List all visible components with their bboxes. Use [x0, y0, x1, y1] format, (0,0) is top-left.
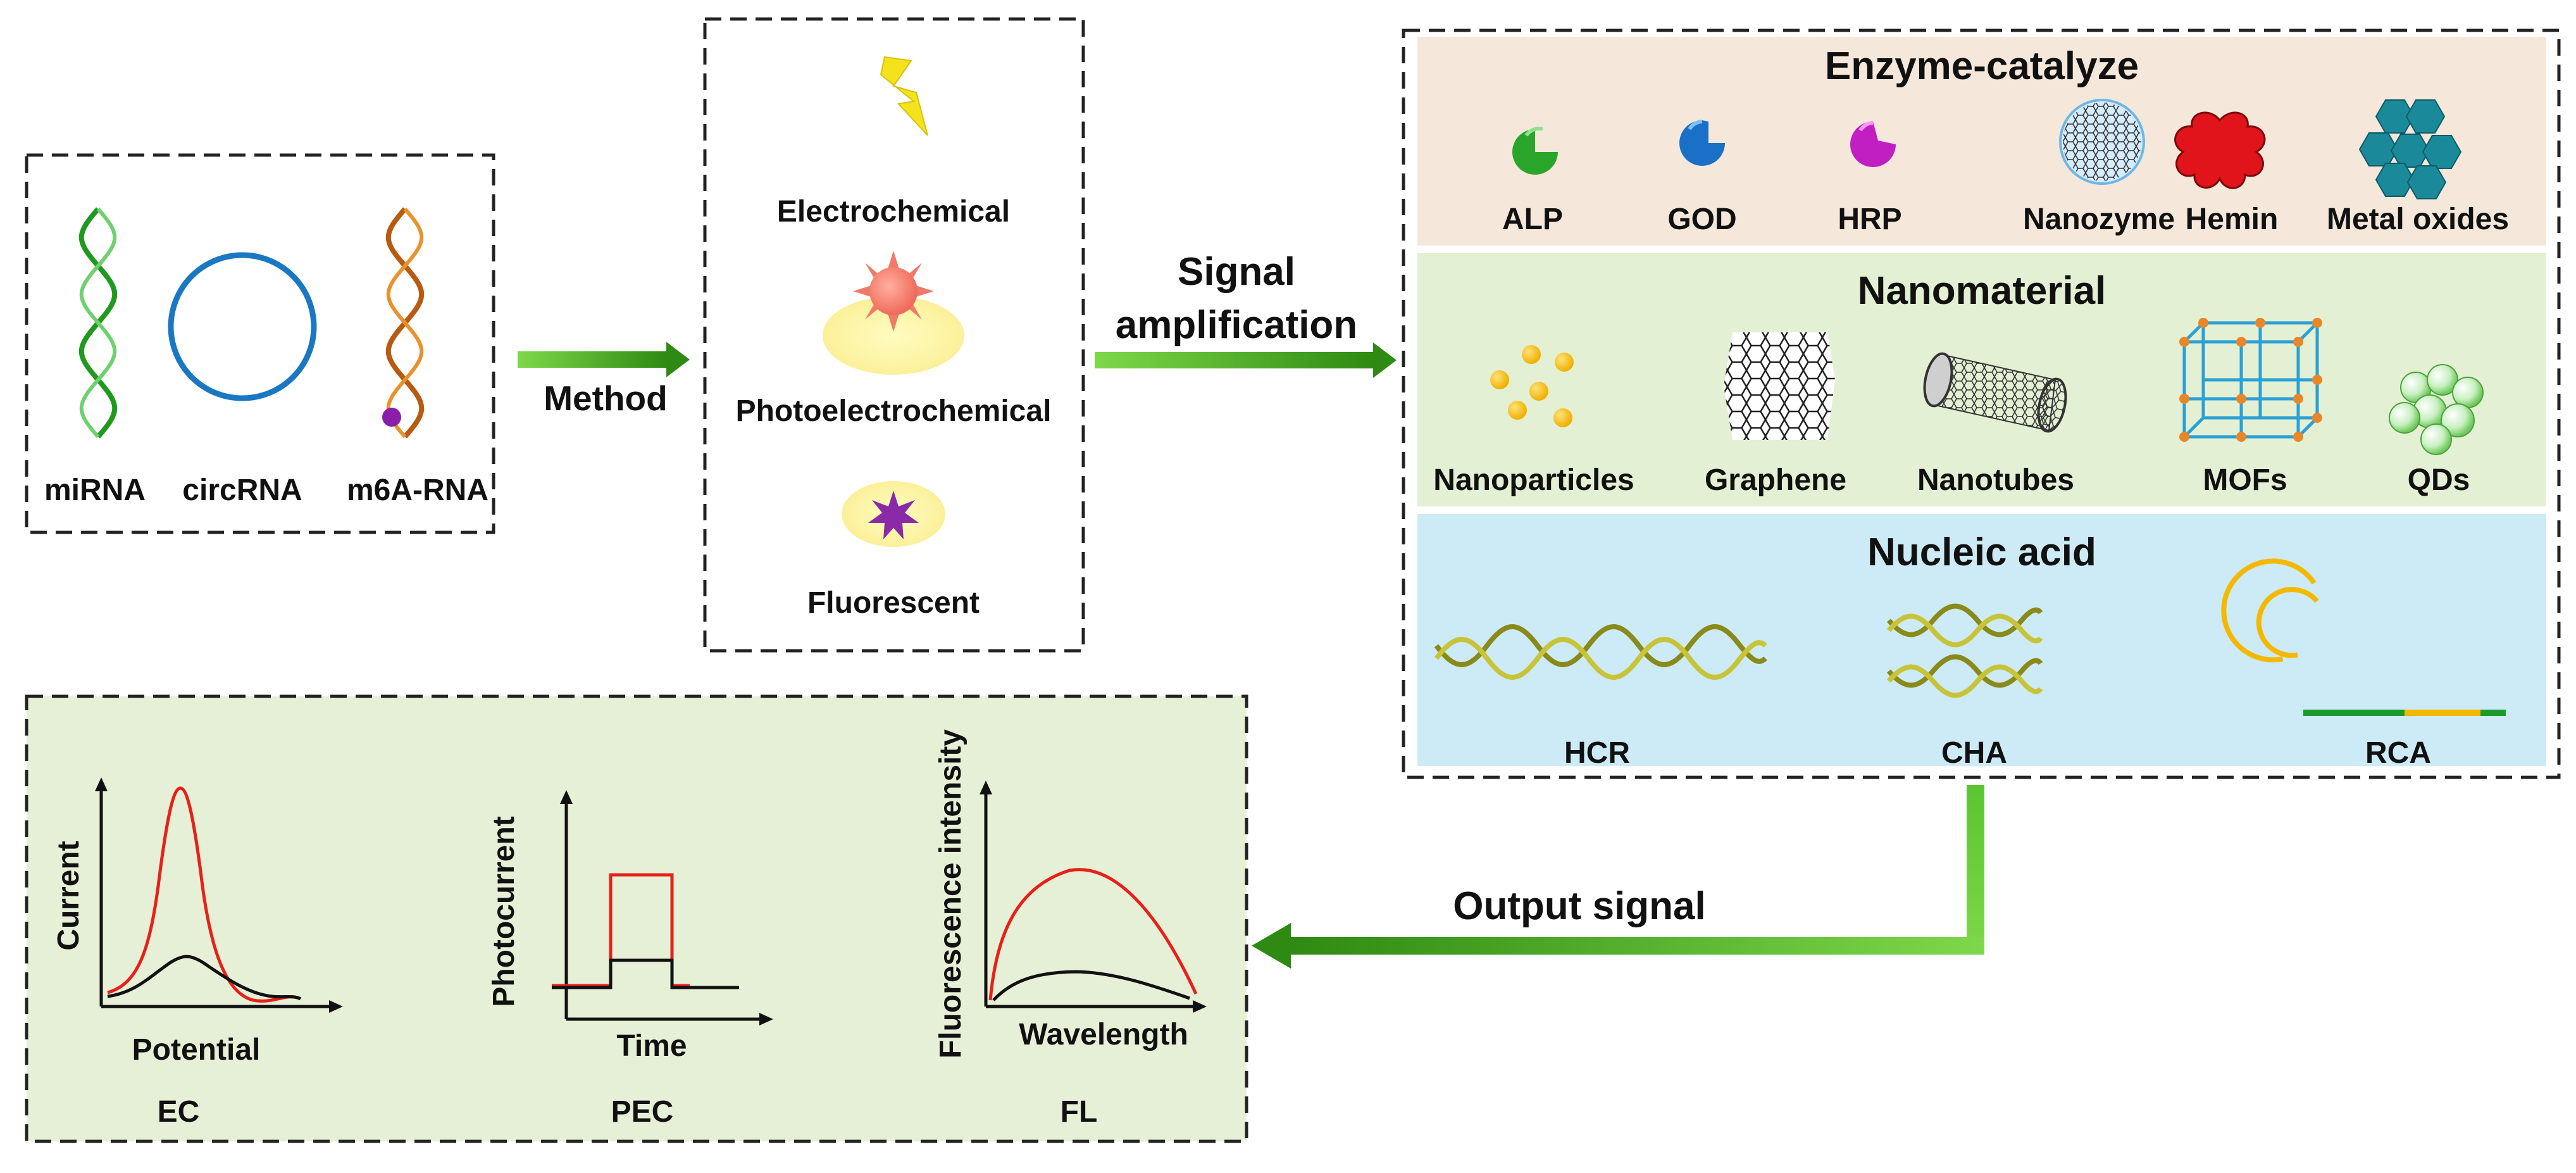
nano-label-qds: QDs [2408, 463, 2470, 497]
method-label-fluorescent: Fluorescent [807, 586, 980, 620]
hrp-enzyme-icon [1850, 121, 1896, 167]
cha-helix-icon [1886, 603, 2043, 698]
nanotubes-icon [1923, 352, 2067, 433]
alp-enzyme-icon [1512, 127, 1558, 175]
nanomaterial-title: Nanomaterial [1858, 269, 2106, 313]
pec-ylabel: Photocurrent [487, 816, 521, 1007]
nano-label-nanotubes: Nanotubes [1917, 463, 2074, 497]
fl-xlabel: Wavelength [1019, 1018, 1188, 1051]
output-panel: Potential Current EC Time Photocurrent P… [25, 694, 1248, 1143]
fl-black-curve [992, 970, 1190, 1001]
enzyme-label-nanozyme: Nanozyme [2023, 203, 2175, 236]
amplification-arrow: Signal amplification [1095, 250, 1397, 378]
lightning-icon [880, 56, 928, 136]
ec-red-curve [107, 786, 298, 1003]
enzyme-label-metal-oxides: Metal oxides [2327, 203, 2509, 236]
nanomaterial-section: Nanomaterial [1417, 253, 2546, 506]
fluorescent-icon [842, 481, 945, 547]
nano-label-mofs: MOFs [2203, 463, 2287, 497]
ec-ylabel: Current [52, 841, 85, 950]
pec-black-trace [552, 958, 739, 989]
nucleic-title: Nucleic acid [1867, 530, 2096, 574]
fl-chart-name: FL [1061, 1095, 1098, 1129]
enzyme-section: Enzyme-catalyze [1417, 37, 2546, 246]
nano-label-nanoparticles: Nanoparticles [1433, 463, 1634, 497]
target-label-m6a-rna: m6A-RNA [347, 474, 488, 507]
enzyme-label-god: GOD [1667, 203, 1736, 236]
method-label-electrochemical: Electrochemical [777, 195, 1010, 229]
nanozyme-icon [2059, 99, 2145, 185]
pec-red-trace [552, 873, 690, 988]
nucleic-label-hcr: HCR [1564, 736, 1630, 770]
mirna-helix-icon [78, 207, 118, 439]
ec-chart-name: EC [158, 1095, 200, 1129]
pec-chart-name: PEC [611, 1095, 674, 1129]
ec-chart: Potential Current EC [52, 777, 343, 1129]
nucleic-label-cha: CHA [1941, 736, 2007, 770]
rca-icon [2221, 558, 2506, 716]
hemin-icon [2174, 111, 2266, 189]
nano-label-graphene: Graphene [1705, 463, 1846, 497]
qds-icon [2389, 364, 2484, 455]
circrna-circle-icon [168, 252, 317, 401]
amplification-label-line1: Signal [1178, 250, 1295, 294]
enzyme-label-alp: ALP [1502, 203, 1563, 236]
methyl-dot-icon [382, 408, 401, 427]
god-enzyme-icon [1679, 120, 1725, 166]
fl-chart: Wavelength Fluorescence intensity FL [934, 729, 1207, 1129]
pec-xlabel: Time [616, 1029, 687, 1063]
method-arrow: Method [518, 342, 690, 418]
target-label-mirna: miRNA [44, 474, 146, 507]
nucleic-section: Nucleic acid HCR CHA [1417, 514, 2546, 770]
fl-red-curve [988, 868, 1198, 1001]
ec-xlabel: Potential [132, 1033, 261, 1067]
method-panel: Electrochemical Photoelectrochemical Flu… [703, 17, 1085, 653]
hcr-helix-icon [1434, 624, 1767, 680]
graphene-icon [1724, 332, 1835, 440]
light-source-icon [823, 251, 964, 375]
output-arrow: Output signal [1252, 785, 1984, 969]
ec-black-curve [107, 955, 302, 1001]
nucleic-label-rca: RCA [2365, 736, 2431, 770]
metal-oxides-icon [2358, 99, 2462, 199]
target-label-circrna: circRNA [182, 474, 302, 507]
pec-chart: Time Photocurrent PEC [487, 790, 773, 1129]
enzyme-label-hemin: Hemin [2186, 203, 2279, 236]
amplification-panel: Enzyme-catalyze [1402, 28, 2561, 779]
fl-ylabel: Fluorescence intensity [934, 729, 968, 1058]
amplification-label-line2: amplification [1116, 303, 1357, 347]
output-arrow-label: Output signal [1453, 884, 1706, 928]
method-arrow-label: Method [544, 379, 668, 418]
targets-panel: miRNA circRNA m6A-RNA [25, 153, 495, 534]
enzyme-label-hrp: HRP [1838, 203, 1901, 236]
nanoparticles-icon [1490, 345, 1574, 427]
method-label-photoelectrochemical: Photoelectrochemical [736, 394, 1052, 428]
mofs-icon [2179, 318, 2322, 442]
m6a-rna-helix-icon [382, 207, 425, 439]
enzyme-title: Enzyme-catalyze [1825, 44, 2139, 88]
